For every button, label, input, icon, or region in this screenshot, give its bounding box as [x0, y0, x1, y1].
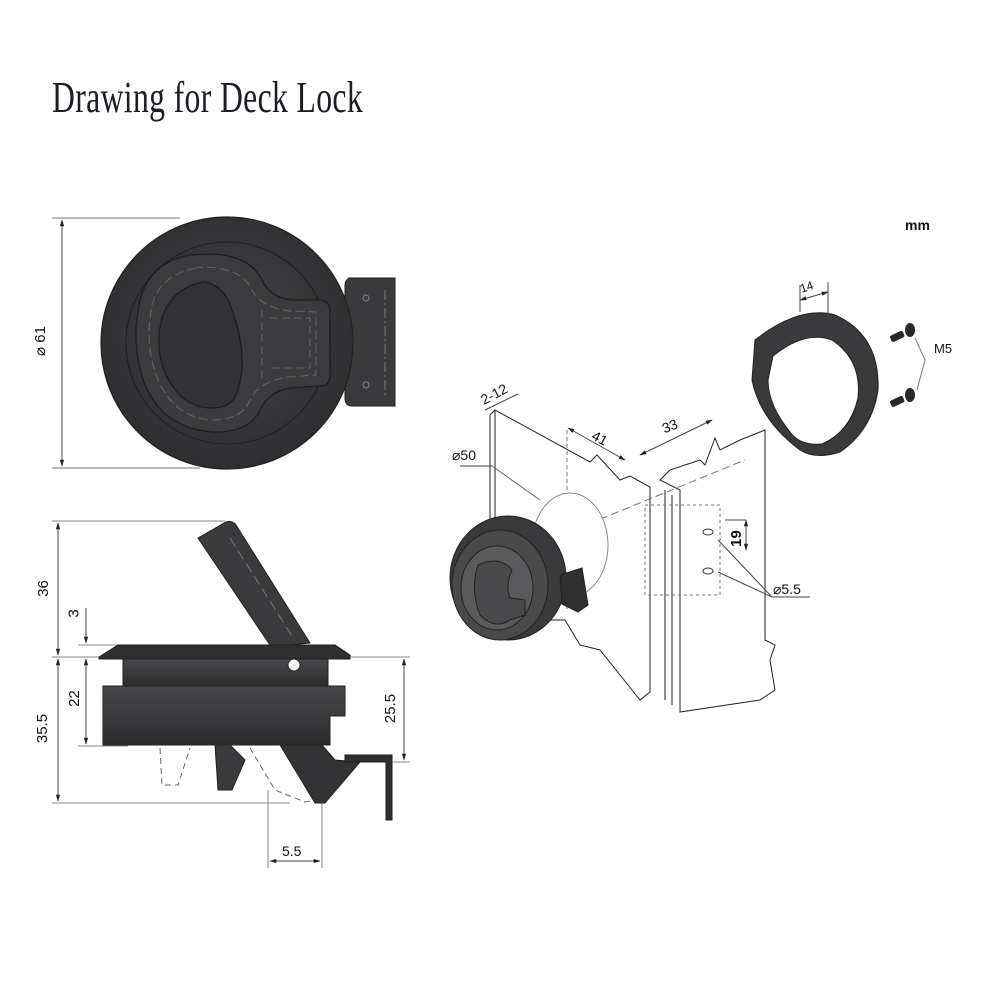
dim-25-5: 25.5: [382, 693, 400, 724]
dim-cutout-50: ⌀50: [452, 447, 477, 463]
dim-3: 3: [65, 609, 83, 618]
dim-22: 22: [65, 690, 83, 707]
dim-36: 36: [34, 580, 52, 597]
dim-5-5: 5.5: [282, 843, 302, 859]
screw-m5-label: M5: [934, 341, 953, 356]
assembly-view: [449, 282, 926, 713]
dim-19: 19: [727, 530, 745, 547]
drawing-title: Drawing for Deck Lock: [52, 73, 364, 122]
trim-ring: [751, 282, 879, 456]
dim-diameter-61: ⌀ 61: [31, 326, 49, 356]
side-view-lock: [52, 520, 410, 868]
dim-hole-5-5: ⌀5.5: [773, 581, 801, 597]
top-view-lock: [52, 216, 396, 470]
dim-35-5: 35.5: [34, 713, 52, 744]
units-label: mm: [905, 217, 930, 233]
m5-screws: [890, 323, 926, 407]
